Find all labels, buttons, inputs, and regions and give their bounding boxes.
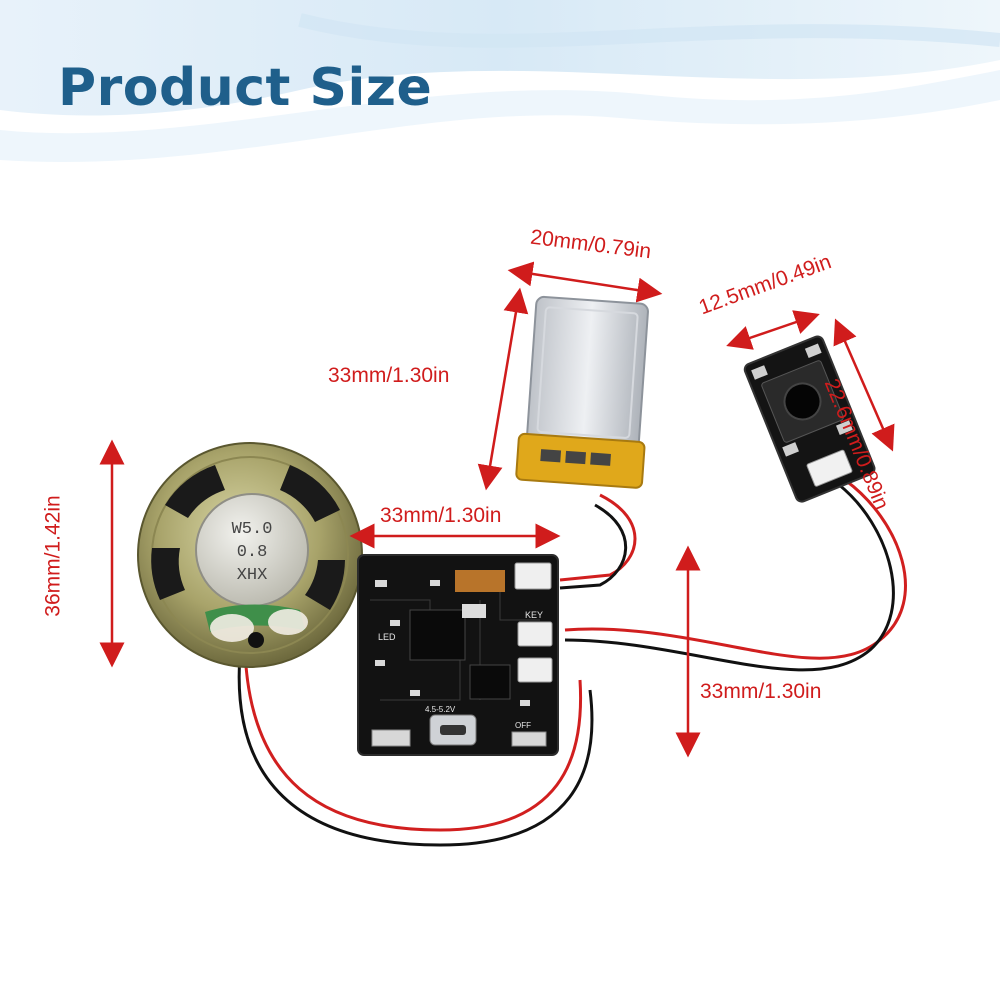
speaker-marking-1: W5.0 — [232, 520, 273, 539]
board-label-key: KEY — [525, 610, 543, 620]
board-label-off: OFF — [515, 721, 531, 730]
arrow-battery-width — [507, 261, 663, 303]
label-board-width: 33mm/1.30in — [380, 504, 502, 527]
arrow-button-height — [833, 318, 895, 452]
arrow-battery-height — [477, 287, 529, 491]
label-speaker-diameter: 36mm/1.42in — [41, 495, 65, 617]
control-board: 4.5-5.2V KEY LED OFF — [357, 554, 559, 756]
button-module — [743, 335, 876, 503]
label-board-height: 33mm/1.30in — [700, 680, 822, 703]
header-swoosh-background — [0, 0, 1000, 180]
speaker-marking-2: 0.8 — [237, 543, 268, 562]
wires — [237, 478, 907, 847]
speaker: W5.0 0.8 XHX — [137, 442, 363, 668]
speaker-marking-3: XHX — [237, 566, 268, 585]
battery — [515, 295, 649, 489]
dimension-arrows — [99, 261, 895, 758]
board-label-led: LED — [378, 632, 396, 642]
board-label-voltage: 4.5-5.2V — [425, 705, 456, 714]
page-title: Product Size — [58, 58, 433, 118]
arrow-button-width — [726, 310, 820, 350]
label-battery-height: 33mm/1.30in — [328, 364, 450, 387]
